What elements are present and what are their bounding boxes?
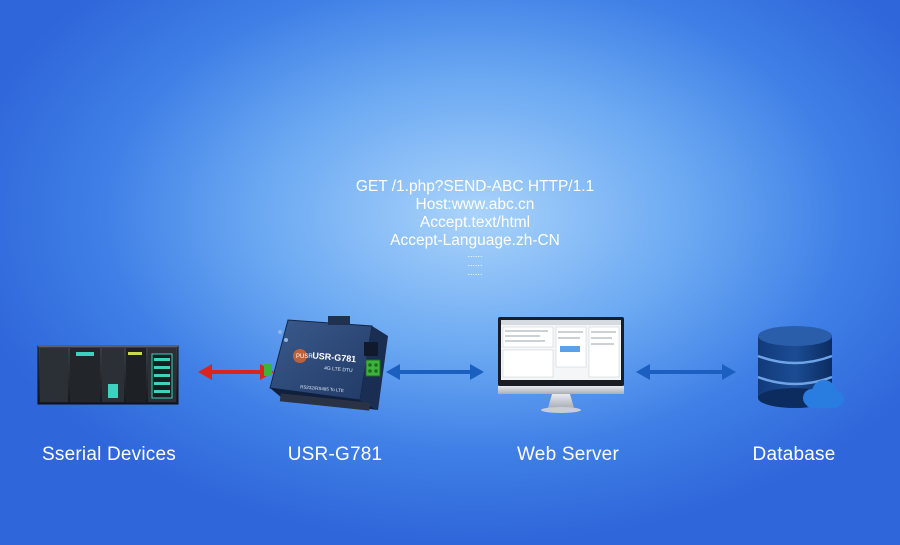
- device-type: 4G LTE DTU: [324, 365, 353, 373]
- dtu-server-link-arrow: [386, 364, 484, 380]
- label-serial-devices: Sserial Devices: [42, 444, 176, 465]
- label-web-server: Web Server: [517, 444, 619, 465]
- plc-icon: [37, 345, 179, 405]
- request-ellipsis-3: ......: [467, 267, 483, 277]
- request-line-1: GET /1.php?SEND-ABC HTTP/1.1: [355, 178, 595, 195]
- usr-g781-device-icon: PUSR USR-G781 4G LTE DTU RS232/RS485 To …: [264, 316, 388, 411]
- label-database: Database: [752, 444, 836, 465]
- request-line-4: Accept-Language.zh-CN: [390, 232, 560, 249]
- device-model: USR-G781: [312, 350, 357, 364]
- device-interface: RS232/RS485 To LTE: [300, 384, 344, 393]
- cloud-icon: [803, 380, 844, 408]
- device-brand: PUSR: [296, 354, 313, 360]
- request-ellipsis-2: ......: [467, 258, 483, 268]
- request-line-2: Host:www.abc.cn: [415, 196, 535, 213]
- web-server-monitor-icon: [498, 317, 624, 413]
- http-request-text: GET /1.php?SEND-ABC HTTP/1.1 Host:www.ab…: [330, 178, 620, 277]
- label-usr-g781: USR-G781: [287, 444, 383, 465]
- serial-link-arrow: [198, 364, 274, 380]
- request-line-3: Accept.text/html: [419, 214, 531, 231]
- server-db-link-arrow: [636, 364, 736, 380]
- request-ellipsis-1: ......: [467, 249, 483, 259]
